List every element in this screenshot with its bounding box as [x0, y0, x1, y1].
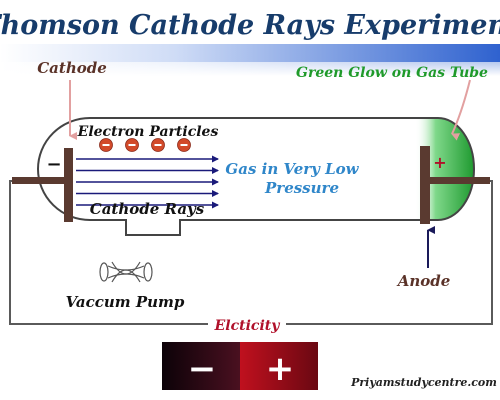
anode-sign: +: [433, 153, 446, 172]
cathode-rays-label: Cathode Rays: [90, 200, 205, 218]
watermark: Priyamstudycentre.com: [350, 376, 497, 389]
electron-sign-icon: [102, 144, 110, 146]
gas-tube: [37, 117, 475, 236]
gas-label-line1: Gas in Very Low: [225, 160, 359, 178]
electron-particle: [125, 138, 139, 152]
electron-particles: [99, 138, 191, 152]
electricity-label: Elcticity: [214, 318, 281, 334]
vacuum-pump-icon: [99, 261, 153, 283]
vacuum-pump-label: Vaccum Pump: [66, 293, 185, 311]
cathode-plate: [64, 148, 73, 222]
battery-negative-sign: −: [188, 349, 217, 389]
anode-terminal: [430, 177, 490, 184]
battery-positive-sign: +: [266, 349, 295, 389]
header-band: [0, 44, 500, 62]
electron-sign-icon: [180, 144, 188, 146]
cathode-terminal: [12, 177, 68, 184]
electron-particle: [151, 138, 165, 152]
electron-particles-label: Electron Particles: [77, 124, 219, 140]
electron-sign-icon: [154, 144, 162, 146]
green-glow-label: Green Glow on Gas Tube: [296, 65, 488, 81]
electron-particle: [99, 138, 113, 152]
cathode-label: Cathode: [37, 59, 107, 77]
gas-label-line2: Pressure: [264, 179, 339, 197]
battery-negative-terminal: [162, 342, 240, 390]
green-glow-pointer: [451, 79, 471, 141]
anode-label: Anode: [396, 272, 451, 290]
battery-positive-terminal: [240, 342, 318, 390]
page-title: Thomson Cathode Rays Experiment: [0, 10, 500, 41]
electron-sign-icon: [128, 144, 136, 146]
cathode-rays: [76, 155, 219, 209]
cathode-sign: −: [46, 154, 61, 175]
electron-particle: [177, 138, 191, 152]
anode-plate: [420, 146, 430, 224]
